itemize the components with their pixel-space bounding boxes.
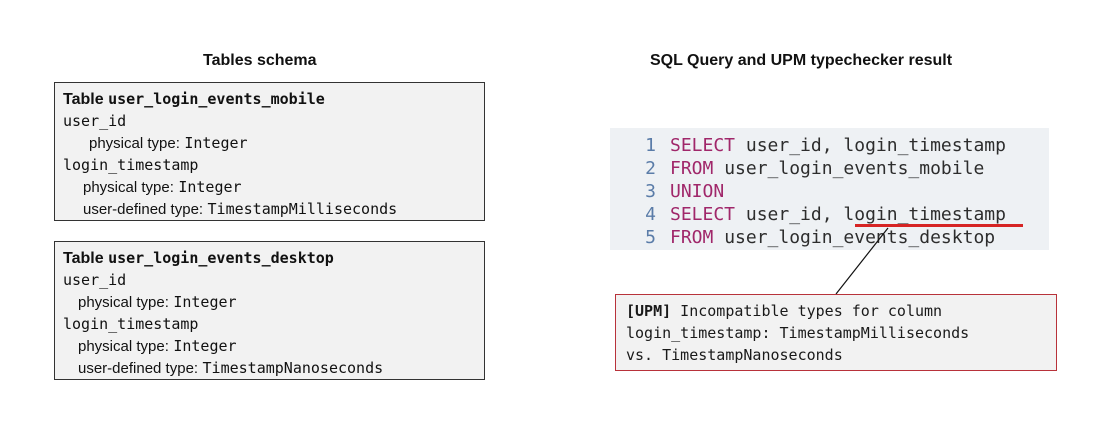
column-type-row: physical type: Integer: [63, 335, 476, 357]
column-name: user_id: [63, 112, 127, 130]
udt-label: user-defined type:: [83, 201, 204, 218]
type-value: Integer: [173, 293, 237, 311]
udt-value: TimestampMilliseconds: [207, 200, 398, 218]
type-label: physical type:: [78, 294, 169, 311]
column-type-row: physical type: Integer: [63, 176, 476, 198]
column-udt-row: user-defined type: TimestampMilliseconds: [63, 198, 476, 220]
code-line: 1 SELECT user_id, login_timestamp: [610, 134, 1049, 157]
schema-box-desktop: Table user_login_events_desktop user_id …: [54, 241, 485, 380]
type-value: Integer: [184, 134, 248, 152]
sql-text: user_id, login_timestamp: [735, 204, 1006, 225]
upm-error-box: [UPM] Incompatible types for column logi…: [615, 294, 1057, 371]
line-number: 2: [645, 158, 656, 179]
sql-keyword: FROM: [670, 158, 714, 179]
type-value: Integer: [178, 178, 242, 196]
line-number: 3: [645, 181, 656, 202]
table-name: user_login_events_desktop: [108, 249, 334, 267]
sql-keyword: SELECT: [670, 204, 736, 225]
code-line: 2 FROM user_login_events_mobile: [610, 157, 1049, 180]
code-line: 3 UNION: [610, 180, 1049, 203]
column-name: login_timestamp: [63, 156, 199, 174]
table-title: Table user_login_events_desktop: [63, 247, 476, 269]
type-label: physical type:: [78, 338, 169, 355]
table-name: user_login_events_mobile: [108, 90, 325, 108]
line-number: 5: [645, 227, 656, 248]
code-line: 5 FROM user_login_events_desktop: [610, 226, 1049, 249]
error-line: vs. TimestampNanoseconds: [626, 346, 843, 364]
type-label: physical type:: [83, 179, 174, 196]
table-title: Table user_login_events_mobile: [63, 88, 476, 110]
error-line: login_timestamp: TimestampMilliseconds: [626, 324, 970, 342]
column-udt-row: user-defined type: TimestampNanoseconds: [63, 357, 476, 379]
table-word: Table: [63, 91, 104, 108]
column-name: login_timestamp: [63, 315, 199, 333]
udt-label: user-defined type:: [78, 360, 199, 377]
column-name: user_id: [63, 271, 127, 289]
code-line: 4 SELECT user_id, login_timestamp: [610, 203, 1049, 226]
line-number: 1: [645, 135, 656, 156]
table-word: Table: [63, 250, 104, 267]
sql-keyword: UNION: [670, 181, 725, 202]
error-line: [UPM] Incompatible types for column: [626, 300, 1046, 322]
sql-query-heading: SQL Query and UPM typechecker result: [650, 52, 953, 69]
sql-text: user_login_events_desktop: [713, 227, 996, 248]
sql-text: user_id, login_timestamp: [735, 135, 1006, 156]
error-underline: [855, 224, 1023, 227]
column-type-row: physical type: Integer: [63, 132, 476, 154]
error-text: Incompatible types for column: [671, 302, 943, 320]
line-number: 4: [645, 204, 656, 225]
type-value: Integer: [173, 337, 237, 355]
tables-schema-heading: Tables schema: [203, 52, 317, 69]
upm-tag: [UPM]: [626, 302, 672, 320]
udt-value: TimestampNanoseconds: [202, 359, 384, 377]
schema-box-mobile: Table user_login_events_mobile user_id p…: [54, 82, 485, 221]
column-type-row: physical type: Integer: [63, 291, 476, 313]
sql-keyword: SELECT: [670, 135, 736, 156]
sql-text: user_login_events_mobile: [713, 158, 985, 179]
sql-keyword: FROM: [670, 227, 714, 248]
type-label: physical type:: [89, 135, 180, 152]
